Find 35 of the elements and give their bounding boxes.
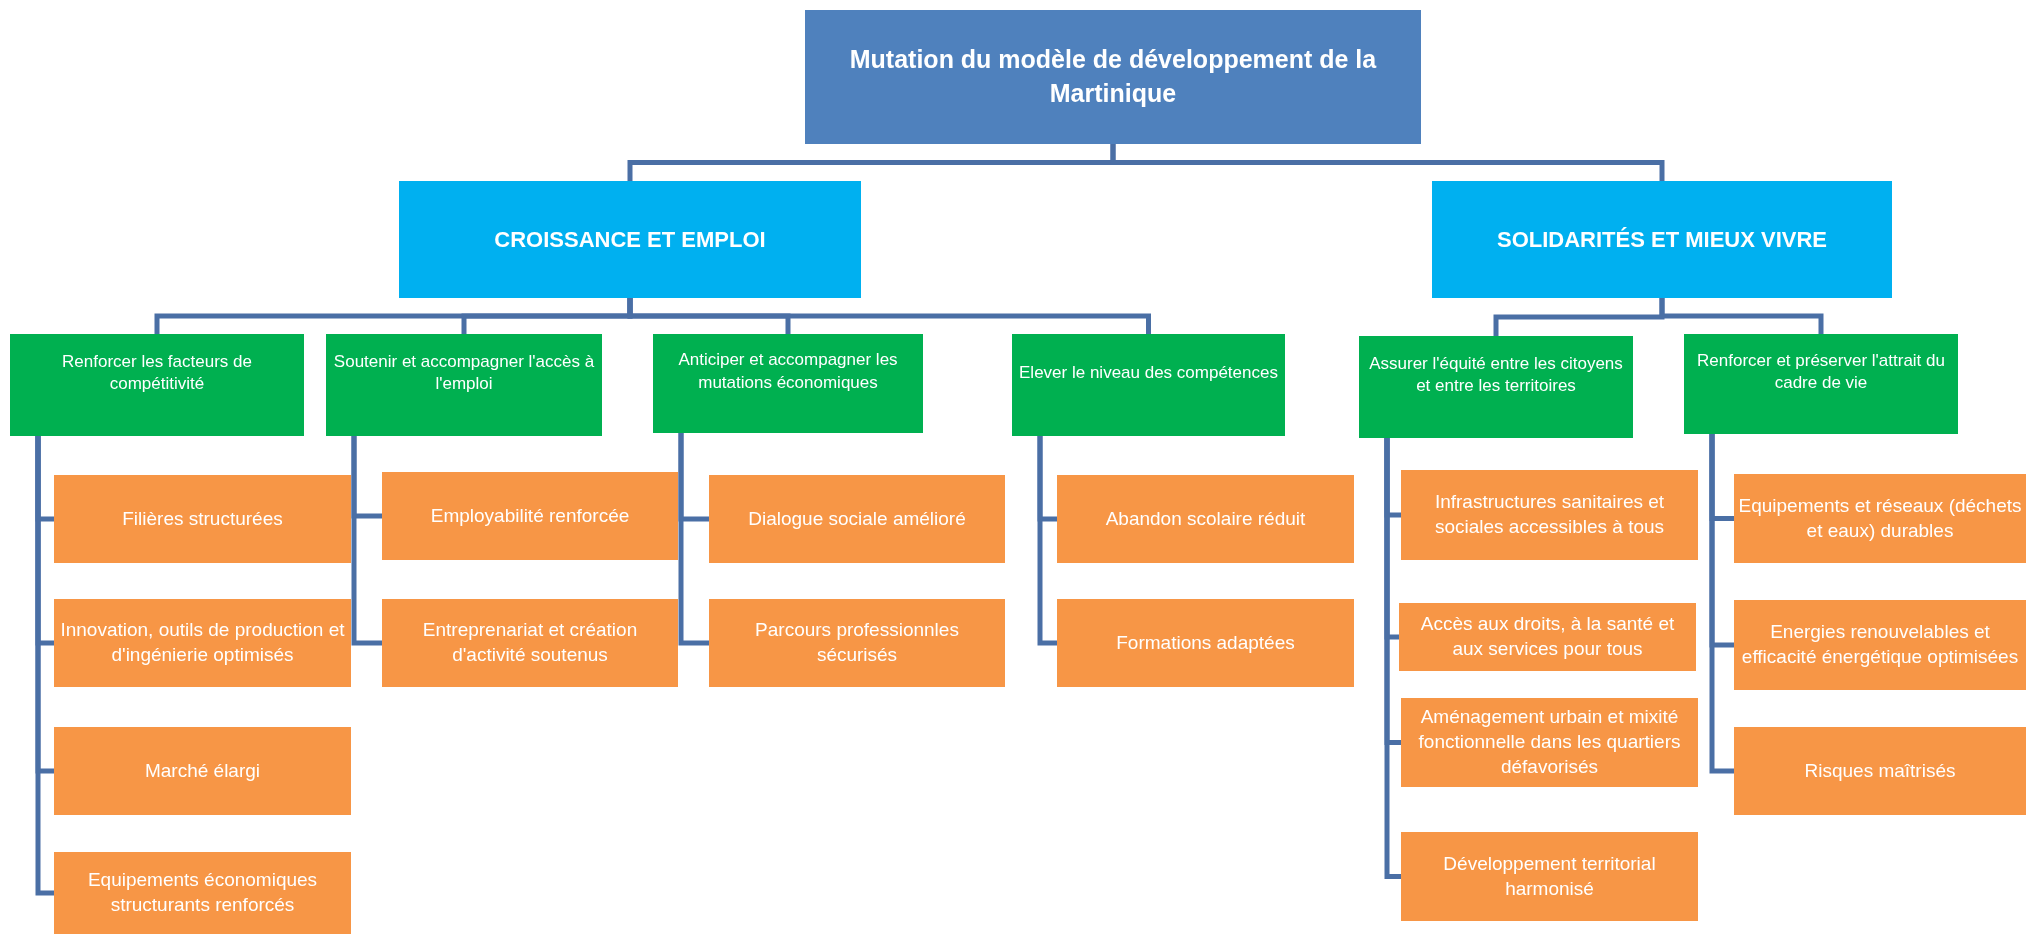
objective-box: Assurer l'équité entre les citoyens et entre les territoires	[1359, 336, 1633, 438]
root-box: Mutation du modèle de développement de la Martinique	[805, 10, 1421, 144]
outcome-box: Equipements économiques structurants renforcés	[54, 852, 351, 934]
outcome-box: Energies renouvelables et efficacité énergétique optimisées	[1734, 600, 2026, 690]
outcome-box: Infrastructures sanitaires et sociales accessibles à tous	[1401, 470, 1698, 560]
outcome-box: Entreprenariat et création d'activité soutenus	[382, 599, 678, 687]
connector-line	[678, 433, 709, 646]
connector-line	[35, 436, 54, 896]
outcome-box: Dialogue sociale amélioré	[709, 475, 1005, 563]
outcome-box: Développement territorial harmonisé	[1401, 832, 1698, 921]
connector-line	[1709, 434, 1734, 774]
theme-box: CROISSANCE ET EMPLOI	[399, 181, 861, 298]
objective-box: Soutenir et accompagner l'accès à l'emploi	[326, 334, 602, 436]
objective-box: Renforcer les facteurs de compétitivité	[10, 334, 304, 436]
outcome-box: Aménagement urbain et mixité fonctionnelle dans les quartiers défavorisés	[1401, 698, 1698, 787]
outcome-box: Risques maîtrisés	[1734, 727, 2026, 815]
outcome-box: Parcours professionnles sécurisés	[709, 599, 1005, 687]
outcome-box: Formations adaptées	[1057, 599, 1354, 687]
connector-line	[1659, 298, 1824, 334]
connector-line	[627, 298, 1151, 334]
connector-line	[1037, 436, 1057, 646]
objective-box: Renforcer et préserver l'attrait du cadre de vie	[1684, 334, 1958, 434]
outcome-box: Equipements et réseaux (déchets et eaux) durables	[1734, 474, 2026, 563]
connector-line	[351, 436, 382, 646]
outcome-box: Employabilité renforcée	[382, 472, 678, 560]
outcome-box: Filières structurées	[54, 475, 351, 563]
outcome-box: Abandon scolaire réduit	[1057, 475, 1354, 563]
outcome-box: Innovation, outils de production et d'ingénierie optimisés	[54, 599, 351, 687]
objective-box: Anticiper et accompagner les mutations économiques	[653, 334, 923, 433]
connector-line	[1110, 144, 1665, 181]
theme-box: SOLIDARITÉS ET MIEUX VIVRE	[1432, 181, 1892, 298]
outcome-box: Accès aux droits, à la santé et aux services pour tous	[1399, 603, 1696, 671]
objective-box: Elever le niveau des compétences	[1012, 334, 1285, 436]
connector-line	[1384, 438, 1401, 879]
outcome-box: Marché élargi	[54, 727, 351, 815]
